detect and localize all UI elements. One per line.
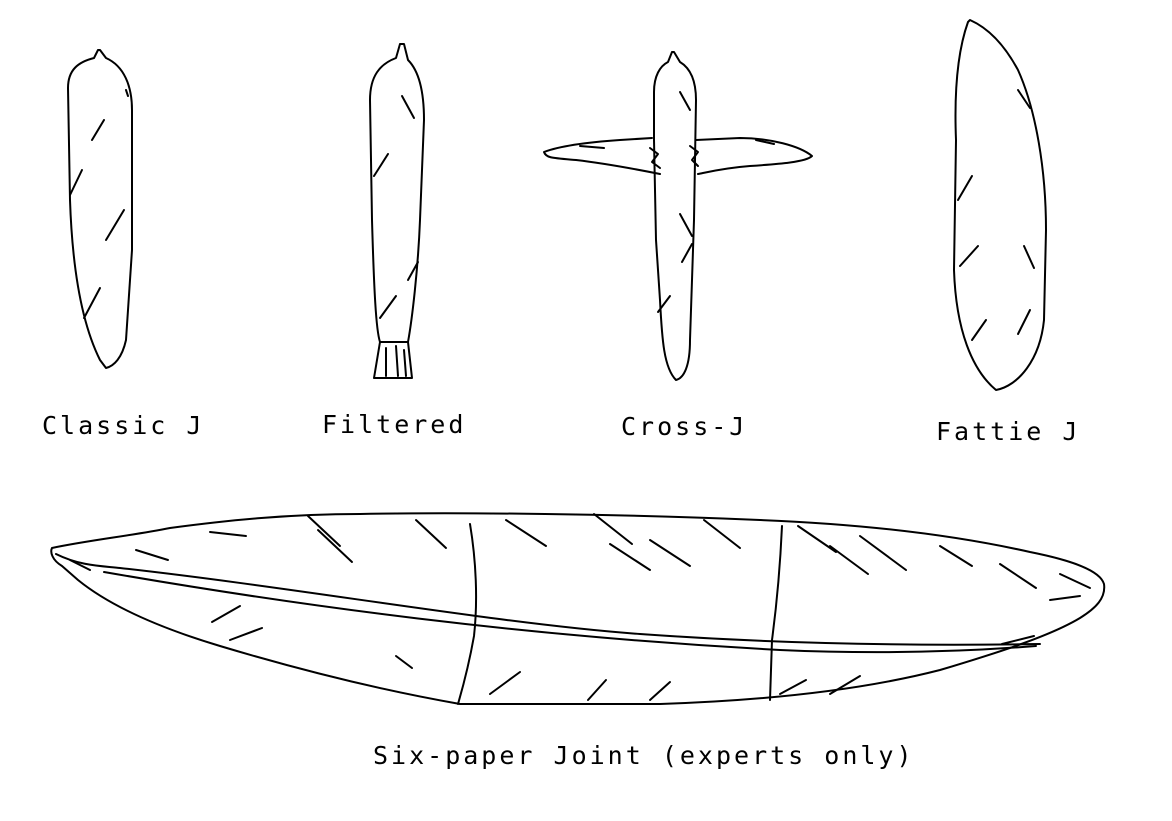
fattie-joint-drawing bbox=[953, 19, 1047, 391]
classic-j-label: Classic J bbox=[42, 411, 205, 440]
classic-joint-drawing bbox=[67, 49, 133, 369]
fattie-j-label: Fattie J bbox=[936, 417, 1081, 446]
filtered-label: Filtered bbox=[322, 410, 467, 439]
six-paper-joint-drawing bbox=[50, 512, 1106, 705]
cross-j-label: Cross-J bbox=[621, 412, 748, 441]
filtered-joint-drawing bbox=[369, 43, 425, 379]
six-paper-joint-label: Six-paper Joint (experts only) bbox=[373, 741, 915, 770]
cross-joint-drawing bbox=[543, 51, 813, 381]
